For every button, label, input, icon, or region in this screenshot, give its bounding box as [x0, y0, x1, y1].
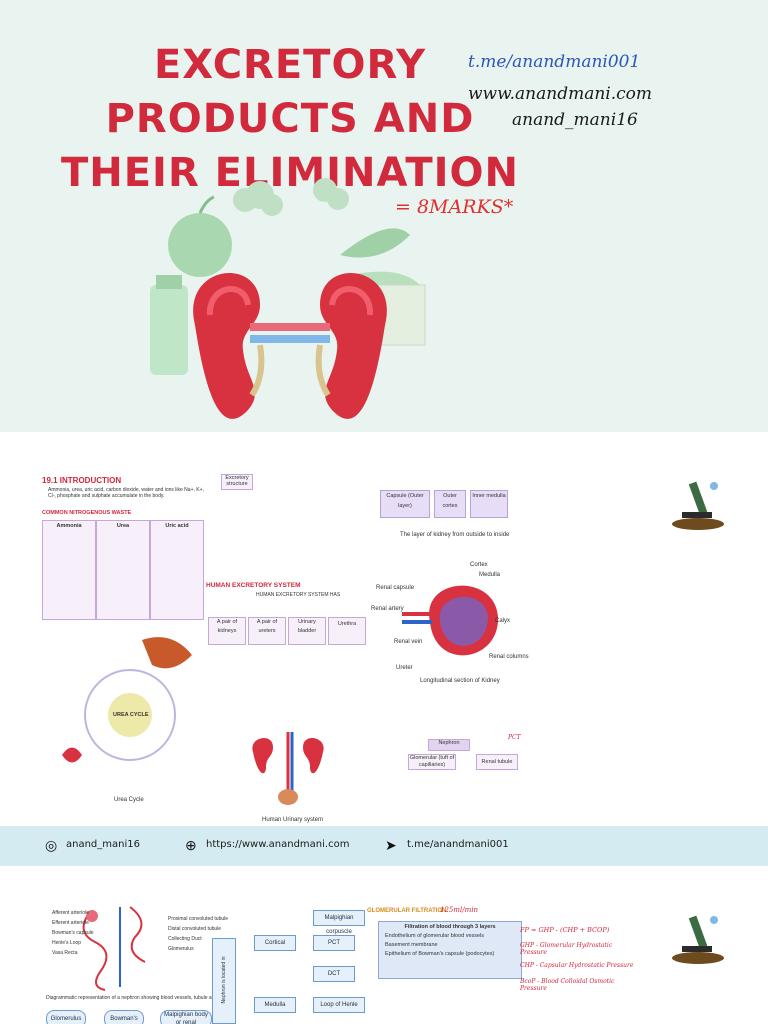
nephron-label-henle: Henle's Loop	[52, 940, 82, 946]
nephron-label-efferent: Efferent arteriole	[52, 920, 89, 926]
handle-text: anand_mani16	[512, 110, 638, 130]
website-link[interactable]: www.anandmani.com	[468, 84, 653, 104]
ammonia-header: Ammonia	[56, 523, 82, 529]
page-3: Afferent arteriole Efferent arteriole Bo…	[0, 866, 768, 1024]
title-line-1: EXCRETORY	[153, 42, 427, 88]
layer-1: Endothelium of glomerular blood vessels	[385, 933, 485, 939]
ammonia-box: Ammonia	[42, 520, 96, 620]
uric-acid-box: Uric acid	[150, 520, 204, 620]
bottom-bowman: Bowman's	[104, 1010, 144, 1024]
pct-note: PCT	[508, 734, 521, 741]
label-calyx: Calyx	[495, 618, 511, 624]
globe-icon: ⊕	[185, 837, 197, 853]
nephron-diagram	[82, 906, 146, 991]
bottom-malpighian: Malpighian body or renal	[160, 1010, 212, 1024]
nephron-label-glomerulus: Glomerulus	[168, 946, 194, 952]
uric-acid-header: Uric acid	[165, 523, 189, 529]
cover-page: EXCRETORY PRODUCTS AND THEIR ELIMINATION…	[0, 0, 768, 432]
microscope-icon-2	[672, 915, 724, 964]
nephron-location-box: Nephron is located in	[212, 938, 236, 1024]
part-kidneys: A pair of kidneys	[208, 617, 246, 645]
label-ureter: Ureter	[396, 665, 413, 671]
urea-cycle-caption: Urea Cycle	[114, 797, 144, 803]
nephron-location-label: Nephron is located in	[221, 956, 227, 1004]
urea-header: Urea	[116, 523, 130, 529]
marks-note: = 8MARKS*	[395, 196, 514, 218]
nephron-label-pct: Proximal convoluted tubule	[168, 916, 229, 922]
flow-pct: PCT	[313, 935, 355, 951]
gfr-value: 125ml/min	[440, 906, 478, 914]
common-wastes-title: COMMON NITROGENOUS WASTE	[42, 510, 132, 516]
urinary-system-diagram	[252, 732, 324, 805]
nephron-label-collecting: Collecting Duct	[168, 936, 202, 942]
urea-cycle-diagram	[62, 637, 192, 763]
human-system-sub: HUMAN EXCRETORY SYSTEM HAS	[256, 592, 341, 598]
bottom-glomerulus: Glomerulus	[46, 1010, 86, 1024]
telegram-icon: ➤	[385, 837, 397, 853]
flow-medulla: Medulla	[254, 997, 296, 1013]
layer-cortex: Outer cortex	[434, 490, 466, 518]
microscope-icon	[672, 481, 724, 530]
nephron-caption: Diagrammatic representation of a nephron…	[46, 995, 229, 1001]
flow-malpighian: Malpighian corpuscle	[313, 910, 365, 935]
kidney-illustration	[150, 178, 426, 419]
nephron-glomerular: Glomerular (tuft of capillaries)	[408, 754, 456, 770]
part-bladder: Urinary bladder	[288, 617, 326, 645]
filtration-layers-box: Filtration of blood through 3 layers End…	[378, 921, 522, 979]
nephron-label-afferent: Afferent arteriole	[52, 910, 89, 916]
kidney-section-caption: Longitudinal section of Kidney	[420, 678, 500, 684]
label-renal-artery: Renal artery	[371, 606, 404, 612]
nephron-label-dct: Distal convoluted tubule	[168, 926, 222, 932]
urea-cycle-label: UREA CYCLE	[113, 712, 149, 718]
footer-instagram[interactable]: anand_mani16	[66, 839, 140, 850]
footer-bar: ◎ anand_mani16 ⊕ https://www.anandmani.c…	[0, 826, 768, 866]
footer-telegram[interactable]: t.me/anandmani001	[407, 839, 509, 850]
intro-title: 19.1 INTRODUCTION	[42, 476, 122, 485]
part-ureters: A pair of ureters	[248, 617, 286, 645]
filtration-layers-title: Filtration of blood through 3 layers	[404, 924, 496, 930]
formula-fp: FP = GHP - (CHP + BCOP)	[520, 926, 610, 934]
intro-text: Ammonia, urea, uric acid, carbon dioxide…	[48, 487, 204, 499]
label-renal-capsule: Renal capsule	[376, 585, 415, 591]
layer-3: Epithelium of Bowman's capsule (podocyte…	[385, 951, 495, 957]
layer-2: Basement membrane	[385, 942, 438, 948]
flow-dct: DCT	[313, 966, 355, 982]
part-urethra: Urethra	[328, 617, 366, 645]
nephron-tubule: Renal tubule	[476, 754, 518, 770]
instagram-icon: ◎	[45, 837, 58, 853]
nephron-label-vasa: Vasa Recta	[52, 950, 78, 956]
excretory-structure-box: Excretory structure	[221, 474, 253, 490]
title-line-3: THEIR ELIMINATION	[60, 150, 520, 196]
nephron-box: Nephron	[428, 739, 470, 751]
telegram-link[interactable]: t.me/anandmani001	[468, 52, 641, 72]
layer-medulla: Inner medulla	[470, 490, 508, 518]
kidney-layer-caption: The layer of kidney from outside to insi…	[400, 532, 510, 538]
formula-chp: CHP - Capsular Hydrostatic Pressure	[520, 962, 634, 969]
formula-bcop: BcoP - Blood Colloidal Osmotic Pressure	[520, 978, 615, 992]
label-medulla: Medulla	[479, 572, 501, 578]
layer-capsule: Capsule (Outer layer)	[380, 490, 430, 518]
human-system-title: HUMAN EXCRETORY SYSTEM	[206, 582, 301, 589]
page-title: EXCRETORY PRODUCTS AND THEIR ELIMINATION	[60, 38, 520, 200]
label-renal-columns: Renal columns	[489, 654, 529, 660]
label-renal-vein: Renal vein	[394, 639, 423, 645]
title-line-2: PRODUCTS AND	[105, 96, 475, 142]
flow-loop-henle: Loop of Henle	[313, 997, 365, 1013]
glomerular-filtration-title: GLOMERULAR FILTRATION	[367, 908, 447, 914]
flow-cortical: Cortical	[254, 935, 296, 951]
nephron-label-bowman: Bowman's capsule	[52, 930, 94, 936]
label-cortex: Cortex	[470, 562, 488, 568]
footer-website[interactable]: https://www.anandmani.com	[206, 839, 350, 850]
urinary-caption: Human Urinary system	[262, 817, 324, 823]
page-2: 19.1 INTRODUCTION Ammonia, urea, uric ac…	[0, 432, 768, 826]
kidney-section-diagram	[402, 585, 499, 656]
urea-box: Urea	[96, 520, 150, 620]
formula-ghp: GHP - Glomerular Hydrostatic Pressure	[520, 942, 613, 956]
